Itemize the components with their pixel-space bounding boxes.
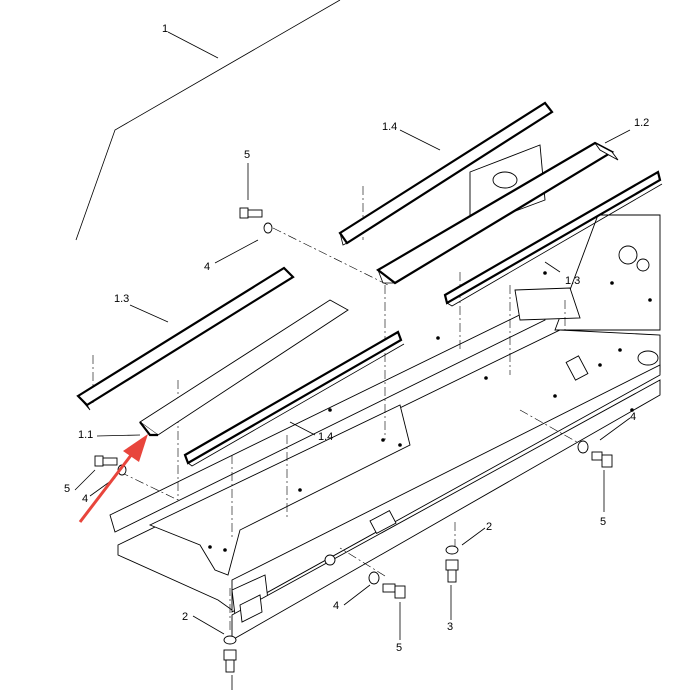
callout-1: 1	[162, 23, 168, 35]
callout-2-mid: 2	[486, 521, 492, 533]
cover-1-2	[376, 141, 619, 285]
callout-4-left: 4	[82, 493, 88, 505]
callout-4-bottom: 4	[333, 600, 339, 612]
red-arrow	[78, 434, 148, 523]
bolt-top	[239, 207, 273, 234]
main-frame	[109, 214, 661, 641]
cover-1-1	[139, 299, 349, 437]
bolt-bottom-mid	[368, 571, 406, 599]
callout-2-left: 2	[182, 611, 188, 623]
assembly-leader	[75, 0, 341, 241]
rail-1-3-right	[443, 170, 663, 307]
callout-1-3-left: 1.3	[114, 293, 129, 305]
callout-4-right: 4	[630, 411, 636, 423]
bolt-vertical-left	[223, 635, 237, 673]
callout-5-bottom: 5	[396, 642, 402, 654]
callout-1-4-top: 1.4	[382, 121, 397, 133]
callout-5-right: 5	[600, 516, 606, 528]
callout-1-2: 1.2	[634, 117, 649, 129]
callout-5-left: 5	[64, 483, 70, 495]
cover-1-3-left	[76, 266, 295, 411]
callout-1-4-mid: 1.4	[318, 431, 333, 443]
callout-1-1: 1.1	[78, 429, 93, 441]
bolt-vertical-mid	[445, 545, 459, 583]
bolt-right	[577, 440, 613, 468]
cover-1-4-top	[338, 101, 554, 246]
rail-1-4-mid	[183, 330, 405, 467]
callout-1-3-right: 1.3	[565, 275, 580, 287]
callout-3-mid: 3	[447, 621, 453, 633]
leader-lines	[74, 129, 631, 690]
callout-5-top: 5	[244, 149, 250, 161]
callout-4-top: 4	[204, 261, 210, 273]
